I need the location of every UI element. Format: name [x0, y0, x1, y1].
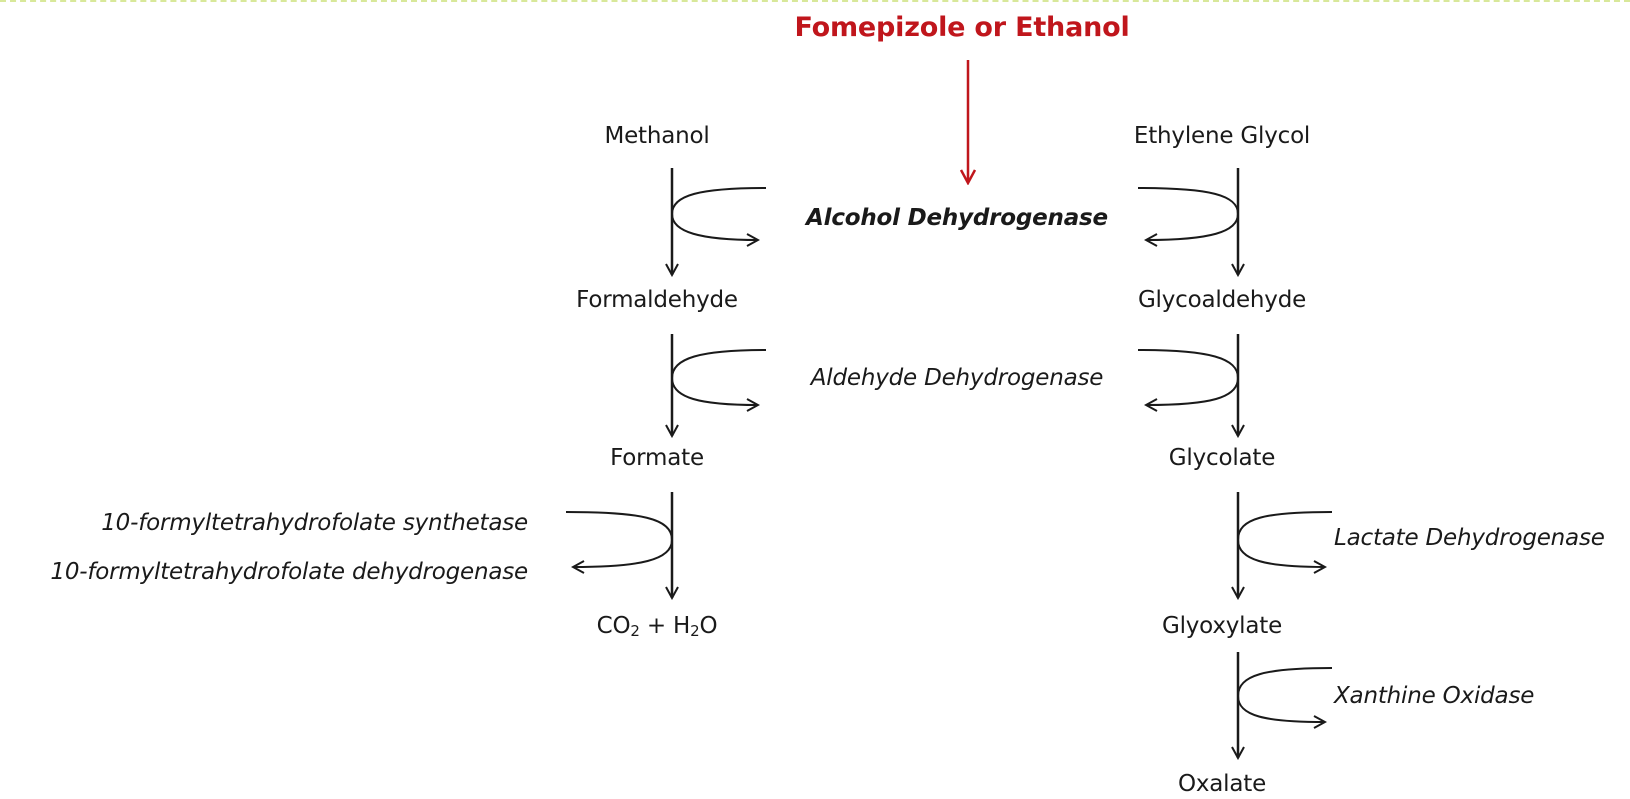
enzyme-formyl-synthetase: 10-formyltetrahydrofolate synthetase — [101, 510, 528, 536]
metabolite-oxalate: Oxalate — [1177, 771, 1267, 797]
metabolite-formaldehyde: Formaldehyde — [576, 287, 738, 313]
metabolite-glycolate: Glycolate — [1168, 445, 1276, 471]
metabolite-glycoaldehyde: Glycoaldehyde — [1137, 287, 1307, 313]
metabolite-co2-h2o: CO2 + H2O — [597, 612, 718, 645]
curve-lactate-right — [1236, 511, 1333, 567]
curve-alcohol-left — [670, 187, 767, 240]
curve-aldehyde-left — [670, 349, 767, 405]
co2-text: CO — [596, 613, 631, 639]
curve-aldehyde-right — [1137, 349, 1240, 405]
o-text: O — [699, 613, 718, 639]
metabolite-ethylene-glycol: Ethylene Glycol — [1133, 123, 1311, 149]
enzyme-alcohol-dehydrogenase: Alcohol Dehydrogenase — [806, 205, 1108, 231]
plus-h-text: + H — [639, 613, 691, 639]
metabolite-glyoxylate: Glyoxylate — [1161, 613, 1283, 639]
metabolite-methanol: Methanol — [604, 123, 710, 149]
enzyme-xanthine-oxidase: Xanthine Oxidase — [1334, 683, 1535, 709]
top-border — [0, 0, 1630, 2]
curve-xanthine-right — [1236, 667, 1333, 722]
h2o-subscript: 2 — [690, 622, 700, 640]
enzyme-aldehyde-dehydrogenase: Aldehyde Dehydrogenase — [810, 365, 1104, 391]
inhibitor-label: Fomepizole or Ethanol — [794, 12, 1130, 43]
co2-subscript: 2 — [630, 622, 640, 640]
curve-alcohol-right — [1137, 187, 1240, 240]
enzyme-formyl-dehydrogenase: 10-formyltetrahydrofolate dehydrogenase — [50, 559, 528, 585]
curve-formyl-left — [565, 511, 674, 567]
metabolite-formate: Formate — [610, 445, 704, 471]
enzyme-lactate-dehydrogenase: Lactate Dehydrogenase — [1334, 525, 1605, 551]
